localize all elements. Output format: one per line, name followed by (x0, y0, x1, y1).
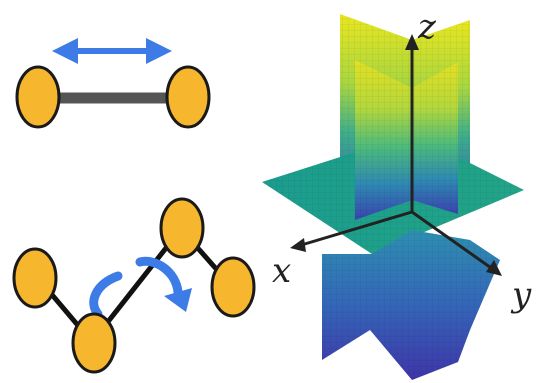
axes (290, 34, 502, 276)
y-axis (411, 210, 495, 272)
3d-plane-plot: z x y (262, 7, 532, 380)
atom (15, 65, 61, 129)
curved-rotation-arrow-icon (89, 256, 192, 319)
x-axis (297, 210, 413, 248)
z-axis-arrowhead (405, 34, 419, 50)
atom (165, 65, 211, 129)
chain-molecule (12, 197, 256, 374)
atom (71, 312, 117, 374)
y-axis-label: y (510, 275, 532, 315)
vertical-plane-front-upper (355, 60, 458, 220)
diatomic-molecule (15, 38, 211, 129)
y-axis-arrowhead (486, 260, 502, 276)
z-axis-label: z (417, 7, 437, 47)
atom (159, 197, 205, 259)
vertical-plane-lower (322, 230, 500, 380)
bonds (35, 227, 235, 344)
x-axis-label: x (272, 251, 291, 291)
double-headed-arrow-icon (52, 38, 172, 64)
x-axis-arrowhead (290, 238, 306, 252)
atom (210, 256, 256, 318)
atom (12, 247, 58, 309)
